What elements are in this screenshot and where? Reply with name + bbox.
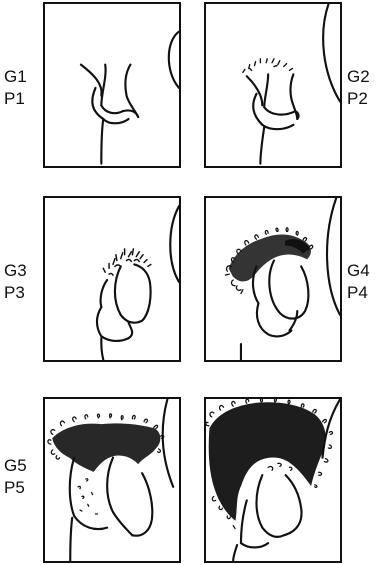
stage-2-p: P2: [347, 88, 370, 110]
stage-2-drawing: [206, 4, 340, 166]
stage-5-g: G5: [4, 455, 27, 477]
stage-1-p: P1: [4, 88, 27, 110]
stage-5-drawing: [45, 399, 179, 561]
stage-3-p: P3: [4, 282, 27, 304]
stage-1-g: G1: [4, 66, 27, 88]
stage-5-drawing-b: [206, 399, 340, 561]
stage-3-g: G3: [4, 260, 27, 282]
stage-5-illustration-panel-b: [204, 397, 342, 563]
stage-3-label: G3 P3: [4, 260, 27, 304]
stage-2-illustration-panel: [204, 2, 342, 168]
stage-4-illustration-panel: [204, 196, 342, 362]
stage-4-g: G4: [347, 260, 370, 282]
stage-5-label: G5 P5: [4, 455, 27, 499]
stage-3-drawing: [45, 198, 179, 360]
stage-1-drawing: [45, 4, 179, 166]
stage-1-illustration-panel: [43, 2, 181, 168]
stage-2-g: G2: [347, 66, 370, 88]
stage-4-drawing: [206, 198, 340, 360]
stage-4-label: G4 P4: [347, 260, 370, 304]
stage-2-label: G2 P2: [347, 66, 370, 110]
stage-3-illustration-panel: [43, 196, 181, 362]
stage-1-label: G1 P1: [4, 66, 27, 110]
stage-5-illustration-panel: [43, 397, 181, 563]
stage-5-p: P5: [4, 477, 27, 499]
stage-4-p: P4: [347, 282, 370, 304]
